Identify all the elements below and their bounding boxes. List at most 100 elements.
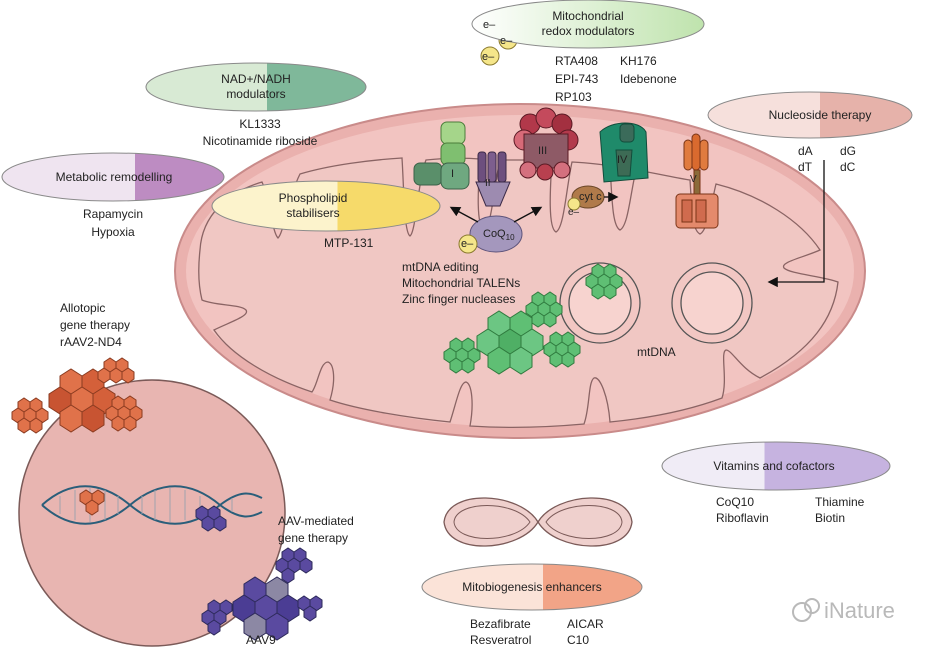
cyt-c-label: cyt c xyxy=(579,191,602,203)
redox-title-line2: redox modulators xyxy=(541,24,635,38)
mitobiogenesis-col2: AICAR C10 xyxy=(567,616,604,648)
arrow-nucleoside-to-mtdna xyxy=(767,160,825,288)
arrow-coq-to-complex-i xyxy=(449,206,479,223)
cell-nucleus xyxy=(18,379,286,647)
aav-mediated-label: AAV-mediated gene therapy xyxy=(278,513,354,547)
phospholipid-pill-bg xyxy=(211,180,441,232)
complex-ii-label: II xyxy=(485,178,491,189)
mitobiogenesis-aicar: AICAR xyxy=(567,617,604,631)
nucleoside-dc: dC xyxy=(840,160,856,174)
nad-title-line2: modulators xyxy=(226,87,286,101)
purple-hex-cluster-small-2 xyxy=(201,599,233,636)
aav-mediated-line2: gene therapy xyxy=(278,531,349,545)
nucleoside-col1: dA dT xyxy=(798,143,813,175)
vitamin-coq10: CoQ10 xyxy=(716,495,755,509)
redox-drug-kh176: KH176 xyxy=(620,54,657,68)
nad-pill-bg xyxy=(145,62,367,112)
redox-electron-3: e– xyxy=(482,51,495,63)
mitobiogenesis-col1: Bezafibrate Resveratrol xyxy=(470,616,531,648)
red-hex-cluster-dna xyxy=(79,489,105,516)
vitamin-riboflavin: Riboflavin xyxy=(716,511,769,525)
redox-electron-1: e– xyxy=(483,19,496,31)
phospholipid-title-line1: Phospholipid xyxy=(278,191,348,205)
complex-ii-shape xyxy=(475,151,511,207)
metabolic-title: Metabolic remodelling xyxy=(55,170,173,184)
allotopic-line1: Allotopic xyxy=(60,301,106,315)
redox-electron-2: e– xyxy=(500,35,513,47)
complex-v-shape xyxy=(675,133,719,229)
red-hex-cluster-large xyxy=(48,368,116,433)
nucleoside-dg: dG xyxy=(840,144,857,158)
phospholipid-title-line2: stabilisers xyxy=(286,206,340,220)
nucleoside-title: Nucleoside therapy xyxy=(768,108,872,122)
redox-drug-rta408: RTA408 xyxy=(555,54,598,68)
redox-pill-bg xyxy=(471,0,705,49)
purple-hex-cluster-small-3 xyxy=(297,595,323,622)
green-hex-cluster-small-3 xyxy=(443,337,481,374)
vitamins-pill-bg xyxy=(661,441,891,491)
nucleoside-dt: dT xyxy=(798,160,813,174)
coq10-subscript: 10 xyxy=(505,233,515,243)
coq10-shape xyxy=(469,215,523,253)
green-hex-cluster-small-2 xyxy=(525,291,563,328)
vitamin-biotin: Biotin xyxy=(815,511,846,525)
complex-i-shape xyxy=(413,121,470,190)
red-hex-cluster-small-2 xyxy=(97,357,135,384)
allotopic-line2: gene therapy xyxy=(60,318,131,332)
phospholipid-title: Phospholipid stabilisers xyxy=(268,191,358,221)
dna-helix xyxy=(41,485,263,525)
mtdna-circle-2 xyxy=(671,262,753,344)
phospholipid-drug-mtp131: MTP-131 xyxy=(324,236,374,250)
mitobiogenesis-c10: C10 xyxy=(567,633,590,647)
nucleoside-da: dA xyxy=(798,144,813,158)
nucleoside-pill-bg xyxy=(707,91,913,139)
mitobiogenesis-pill-bg xyxy=(421,563,643,611)
editing-zinc-finger-nucleases: Zinc finger nucleases xyxy=(402,292,516,306)
arrow-coq-to-complex-iii xyxy=(513,206,543,223)
watermark-logo-icon xyxy=(792,598,820,622)
green-hex-cluster-large xyxy=(476,310,544,375)
vitamins-col1: CoQ10 Riboflavin xyxy=(716,494,769,526)
editing-mitochondrial-talens: Mitochondrial TALENs xyxy=(402,276,521,290)
nad-drug-kl1333: KL1333 xyxy=(239,117,281,131)
red-hex-cluster-small-3 xyxy=(105,395,143,432)
coq10-electron-label: e– xyxy=(461,238,474,250)
vitamins-title: Vitamins and cofactors xyxy=(713,459,835,473)
allotopic-line3: rAAV2-ND4 xyxy=(60,335,122,349)
green-hex-cluster-small-1 xyxy=(585,263,623,300)
mitobiogenesis-title: Mitobiogenesis enhancers xyxy=(462,580,602,594)
mtdna-label: mtDNA xyxy=(637,345,676,359)
vitamin-thiamine: Thiamine xyxy=(815,495,865,509)
complex-iii-shape xyxy=(513,107,579,181)
aav-mediated-line1: AAV-mediated xyxy=(278,514,354,528)
nad-title: NAD+/NADH modulators xyxy=(200,72,312,102)
metabolic-drug-hypoxia: Hypoxia xyxy=(91,225,135,239)
redox-title-line1: Mitochondrial xyxy=(552,9,624,23)
cyt-c-electron-label: e– xyxy=(568,207,580,218)
coq10-label: CoQ10 xyxy=(483,227,515,245)
vitamins-col2: Thiamine Biotin xyxy=(815,494,864,526)
editing-mtdna-editing: mtDNA editing xyxy=(402,260,479,274)
allotopic-label: Allotopic gene therapy rAAV2-ND4 xyxy=(60,300,130,351)
mitobiogenesis-bezafibrate: Bezafibrate xyxy=(470,617,531,631)
nad-drug-nicotinamide-riboside: Nicotinamide riboside xyxy=(202,134,318,148)
complex-iv-shape xyxy=(599,122,649,183)
complex-iii-label: III xyxy=(538,145,548,157)
nucleoside-col2: dG dC xyxy=(840,143,856,175)
metabolic-drugs: Rapamycin Hypoxia xyxy=(70,205,156,241)
nad-title-line1: NAD+/NADH xyxy=(221,72,291,86)
redox-drug-idebenone: Idebenone xyxy=(620,72,677,86)
nad-drugs: KL1333 Nicotinamide riboside xyxy=(190,116,330,150)
redox-drugs-col1: RTA408 EPI-743 RP103 xyxy=(555,52,598,106)
redox-drug-epi743: EPI-743 xyxy=(555,72,599,86)
complex-v-label: V xyxy=(690,174,697,185)
red-hex-cluster-small-1 xyxy=(11,397,49,434)
watermark-text: iNature xyxy=(824,598,895,623)
metabolic-pill-bg xyxy=(1,152,225,202)
complex-i-label: I xyxy=(451,168,455,180)
green-hex-cluster-small-4 xyxy=(543,331,581,368)
purple-hex-cluster-dna xyxy=(195,505,227,532)
dividing-mitochondrion xyxy=(443,497,633,547)
purple-hex-cluster-small-1 xyxy=(275,547,313,584)
